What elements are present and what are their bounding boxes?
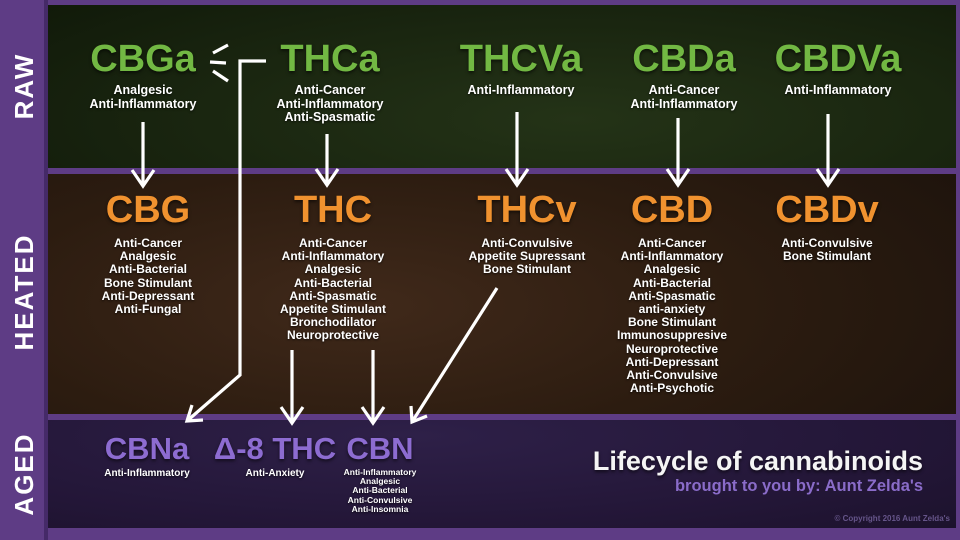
- node-cbn: CBN Anti-Inflammatory Analgesic Anti-Bac…: [280, 433, 480, 514]
- node-effects-delta8-thc: Anti-Anxiety: [245, 468, 305, 479]
- node-effects-cbd: Anti-Cancer Anti-Inflammatory Analgesic …: [616, 236, 728, 396]
- node-delta8-thc: Δ-8 THC Anti-Anxiety: [175, 433, 375, 480]
- node-title-cbda: CBDa: [632, 38, 736, 80]
- node-effects-cbg: Anti-Cancer Analgesic Anti-Bacterial Bon…: [101, 236, 195, 317]
- node-title-cbd: CBD: [630, 189, 714, 231]
- node-cbg: CBG Anti-Cancer Analgesic Anti-Bacterial…: [38, 191, 258, 316]
- node-effects-cbdva: Anti-Inflammatory: [784, 83, 892, 97]
- node-effects-thcv: Anti-Convulsive Appetite Supressant Bone…: [468, 236, 586, 277]
- node-cbda: CBDa Anti-Cancer Anti-Inflammatory: [574, 40, 794, 111]
- node-thcva: THCVa Anti-Inflammatory: [411, 40, 631, 98]
- copyright-text: © Copyright 2016 Aunt Zelda's: [834, 514, 950, 523]
- node-title-thcv: THCv: [477, 189, 577, 231]
- node-effects-thc: Anti-Cancer Anti-Inflammatory Analgesic …: [279, 236, 386, 343]
- node-effects-cbn: Anti-Inflammatory Analgesic Anti-Bacteri…: [343, 467, 417, 514]
- node-cbdva: CBDVa Anti-Inflammatory: [728, 40, 948, 98]
- node-effects-cbdv: Anti-Convulsive Bone Stimulant: [781, 236, 873, 264]
- node-effects-thcva: Anti-Inflammatory: [467, 83, 575, 97]
- node-title-cbn: CBN: [346, 431, 414, 466]
- node-title-thc: THC: [293, 189, 373, 231]
- node-cbdv: CBDv Anti-Convulsive Bone Stimulant: [717, 191, 937, 263]
- node-title-cbdva: CBDVa: [774, 38, 902, 80]
- node-cbd: CBD Anti-Cancer Anti-Inflammatory Analge…: [562, 191, 782, 395]
- node-title-cbg: CBG: [105, 189, 191, 231]
- node-effects-cbna: Anti-Inflammatory: [104, 468, 190, 479]
- node-title-cbna: CBNa: [104, 431, 190, 466]
- node-title-thca: THCa: [280, 38, 380, 80]
- node-thca: THCa Anti-Cancer Anti-Inflammatory Anti-…: [220, 40, 440, 125]
- sidebar-label-heated: HEATED: [9, 233, 39, 351]
- page-subtitle: brought to you by: Aunt Zelda's: [674, 477, 923, 495]
- node-title-cbga: CBGa: [90, 38, 196, 80]
- node-title-delta8-thc: Δ-8 THC: [213, 431, 337, 466]
- node-effects-cbda: Anti-Cancer Anti-Inflammatory: [630, 83, 738, 111]
- node-cbna: CBNa Anti-Inflammatory: [47, 433, 247, 480]
- node-cbga: CBGa Analgesic Anti-Inflammatory: [33, 40, 253, 111]
- sidebar-label-aged: AGED: [9, 432, 39, 516]
- footer-branding: Lifecycle of cannabinoids brought to you…: [593, 446, 923, 497]
- node-effects-cbga: Analgesic Anti-Inflammatory: [89, 83, 197, 111]
- sidebar-divider: [44, 0, 48, 540]
- node-effects-thca: Anti-Cancer Anti-Inflammatory Anti-Spasm…: [276, 83, 384, 125]
- node-title-cbdv: CBDv: [775, 189, 879, 231]
- aged-row-panel: [48, 420, 956, 528]
- node-thcv: THCv Anti-Convulsive Appetite Supressant…: [417, 191, 637, 277]
- page-title: Lifecycle of cannabinoids: [592, 446, 923, 476]
- node-thc: THC Anti-Cancer Anti-Inflammatory Analge…: [223, 191, 443, 343]
- node-title-thcva: THCVa: [459, 38, 583, 80]
